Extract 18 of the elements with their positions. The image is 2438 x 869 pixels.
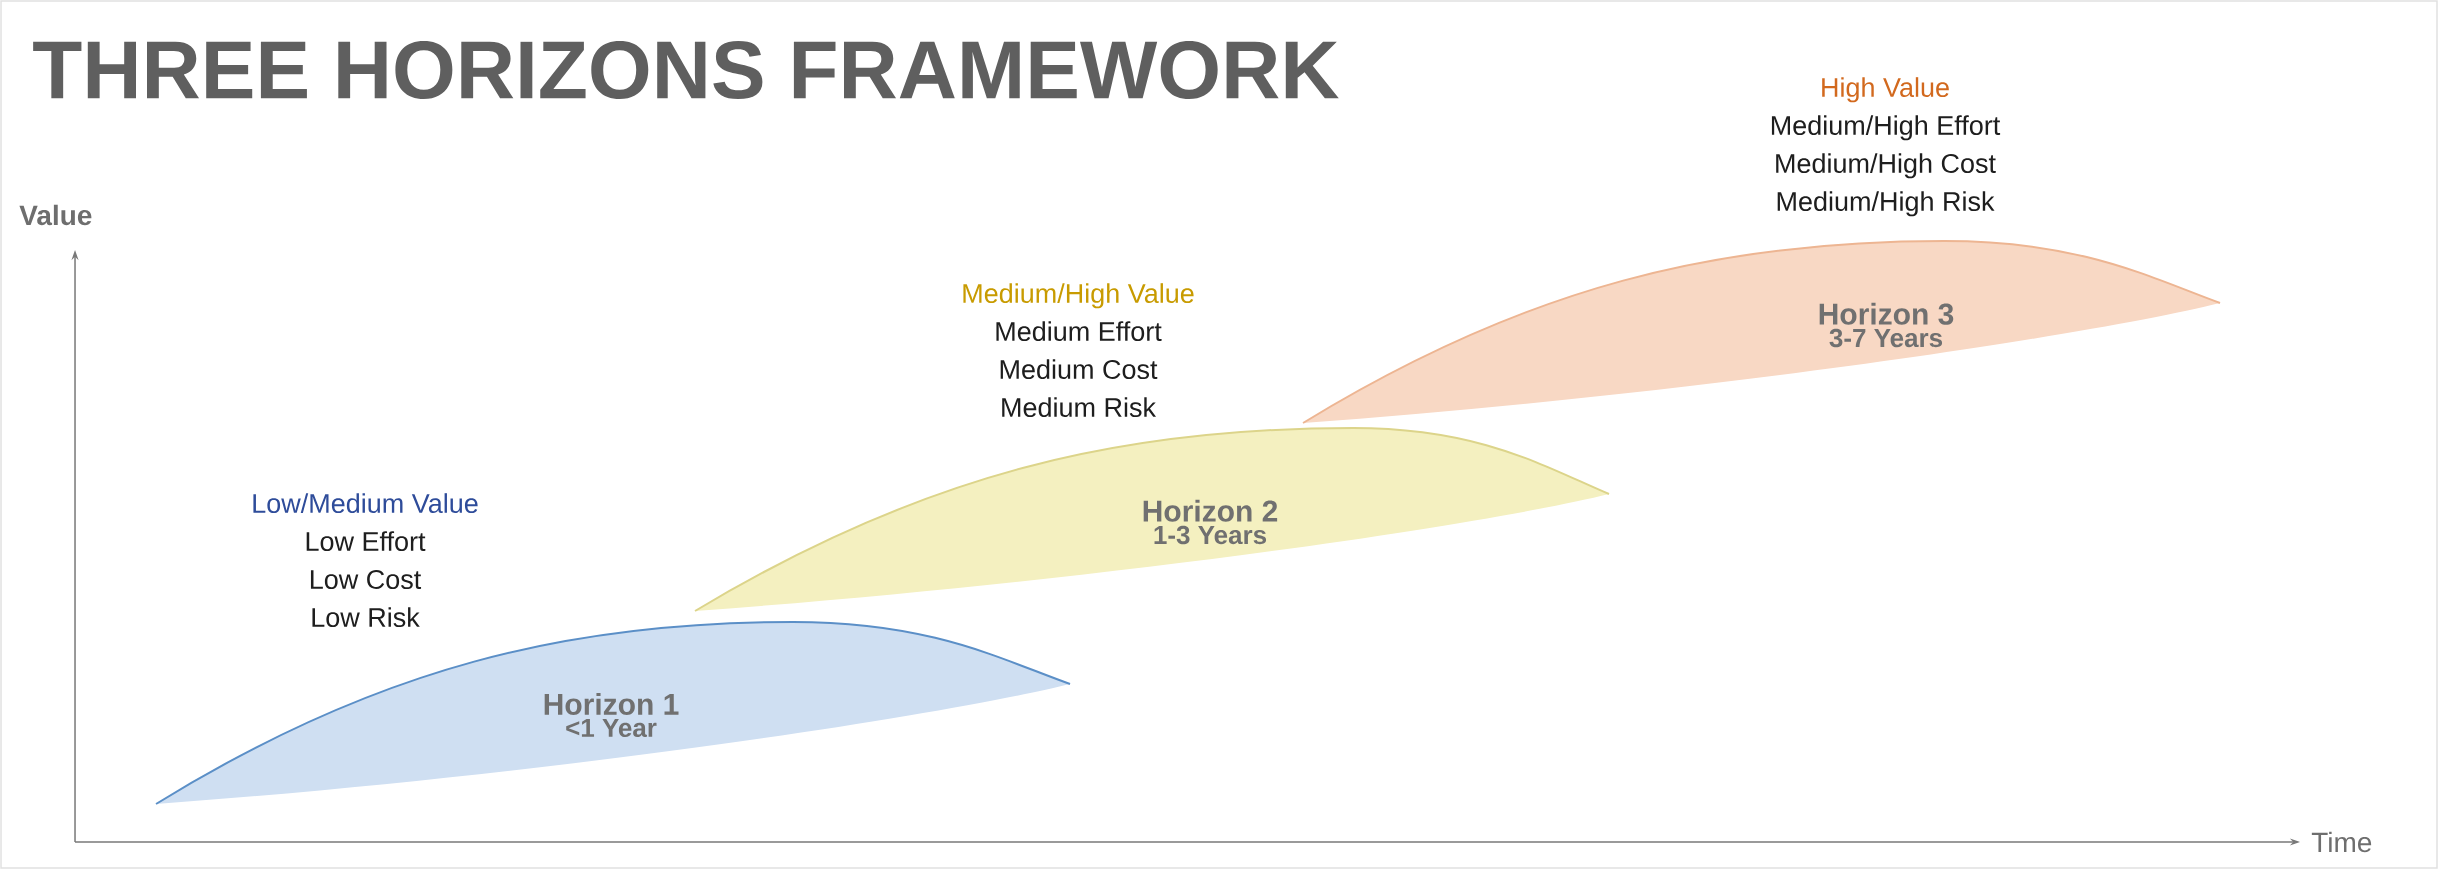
node-label: Medium/High Risk — [1777, 191, 1995, 217]
horizon-band: Horizon 2 1-3 Years — [694, 427, 1610, 612]
axis-label: Value — [19, 204, 92, 226]
benefit-list: High Value Medium/High Effort Medium/High Cost Medium/High Risk — [1771, 77, 2001, 217]
title: THREE HORIZONS FRAMEWORK — [33, 41, 1339, 99]
node-label: Medium/High Value — [963, 283, 1194, 309]
horizon-band: Horizon 3 3-7 Years — [1302, 240, 2221, 424]
node-label: Low Cost — [310, 569, 422, 590]
node-label: Low/Medium Value — [253, 493, 478, 514]
node-label: Medium Risk — [1002, 397, 1157, 418]
node-label: Low Effort — [306, 531, 426, 552]
benefit-list: Medium/High Value Medium Effort Medium Cost Medium Risk — [963, 283, 1194, 418]
node-label: High Value — [1822, 77, 1949, 103]
axis-label: Time — [2311, 831, 2372, 853]
node-label: Medium/High Effort — [1771, 115, 2001, 141]
node-label: Medium Cost — [1000, 359, 1158, 380]
node-label: Medium/High Cost — [1776, 153, 1996, 179]
node-label: Medium Effort — [996, 321, 1162, 342]
